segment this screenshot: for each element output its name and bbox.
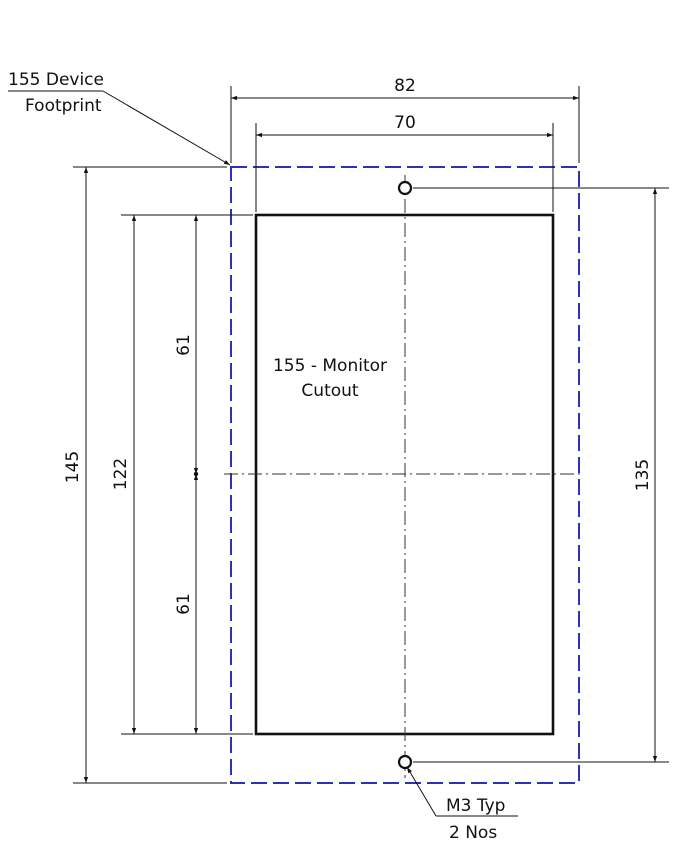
cutout-width-label: 70 <box>394 113 416 133</box>
hole-label-line2: 2 Nos <box>449 823 497 843</box>
mounting-hole-bottom <box>397 754 413 770</box>
dimension-half-heights: 61 61 <box>174 215 199 734</box>
footprint-callout: 155 Device Footprint <box>8 70 231 166</box>
lower-half-label: 61 <box>174 593 194 615</box>
dimension-cutout-width: 70 <box>255 113 554 212</box>
device-footprint-outline <box>230 166 580 784</box>
hole-label-line1: M3 Typ <box>446 796 505 816</box>
upper-half-label: 61 <box>174 334 194 356</box>
dimension-overall-width: 82 <box>230 76 580 163</box>
mounting-hole-top <box>397 180 413 196</box>
footprint-label-line1: 155 Device <box>8 70 104 90</box>
cutout-label-line2: Cutout <box>301 381 358 401</box>
dimension-overall-height: 145 <box>63 166 227 784</box>
cutout-label-line1: 155 - Monitor <box>273 356 387 376</box>
overall-height-label: 145 <box>63 451 83 483</box>
hole-callout: M3 Typ 2 Nos <box>406 766 518 843</box>
dimension-cutout-height: 122 <box>111 214 253 735</box>
overall-width-label: 82 <box>394 76 416 96</box>
hole-pitch-label: 135 <box>633 459 653 491</box>
footprint-label-line2: Footprint <box>25 96 102 116</box>
dimension-hole-pitch: 135 <box>413 187 669 763</box>
cutout-height-label: 122 <box>111 458 131 490</box>
